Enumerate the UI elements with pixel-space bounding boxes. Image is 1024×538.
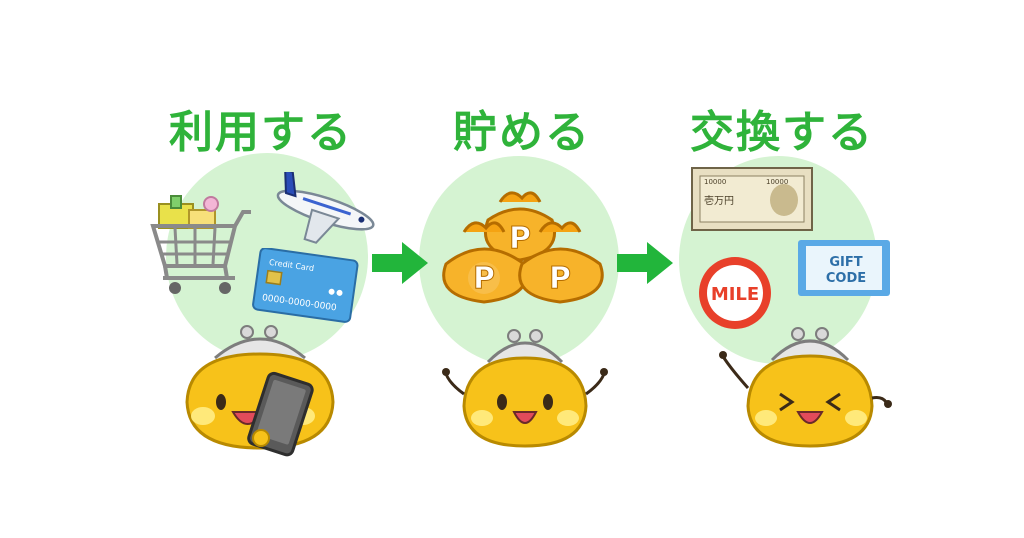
- point-letter: P: [509, 221, 531, 256]
- right-arrow-icon: [372, 242, 428, 284]
- purse-mascot-icon: [185, 325, 335, 457]
- mile-badge-icon: MILE: [699, 257, 771, 329]
- banknote-label: 壱万円: [704, 194, 734, 207]
- gift-code-icon: GIFT CODE: [798, 240, 890, 296]
- banknote-denomination-right: 10000: [766, 178, 788, 186]
- airplane-icon: [276, 172, 375, 244]
- banknote-icon: 10000 10000 壱万円: [691, 167, 813, 231]
- point-letter: P: [473, 261, 495, 296]
- step-title-use: 利用する: [169, 107, 353, 158]
- right-arrow-icon: [617, 242, 673, 284]
- mile-label: MILE: [711, 284, 759, 305]
- step-title-exchange: 交換する: [690, 107, 874, 158]
- credit-card-icon: Credit Card 0000-0000-0000: [252, 248, 359, 323]
- gift-code-line2: CODE: [826, 271, 866, 286]
- gift-code-line1: GIFT: [829, 255, 862, 270]
- banknote-denomination-left: 10000: [704, 178, 726, 186]
- shopping-cart-icon: [150, 195, 251, 294]
- step-title-save: 貯める: [453, 107, 591, 158]
- purse-mascot-icon: [442, 329, 608, 448]
- point-letter: P: [549, 261, 571, 296]
- coin-bag-icon: P P P: [442, 191, 604, 304]
- smartphone-icon: [252, 429, 270, 447]
- purse-mascot-icon: [719, 327, 892, 448]
